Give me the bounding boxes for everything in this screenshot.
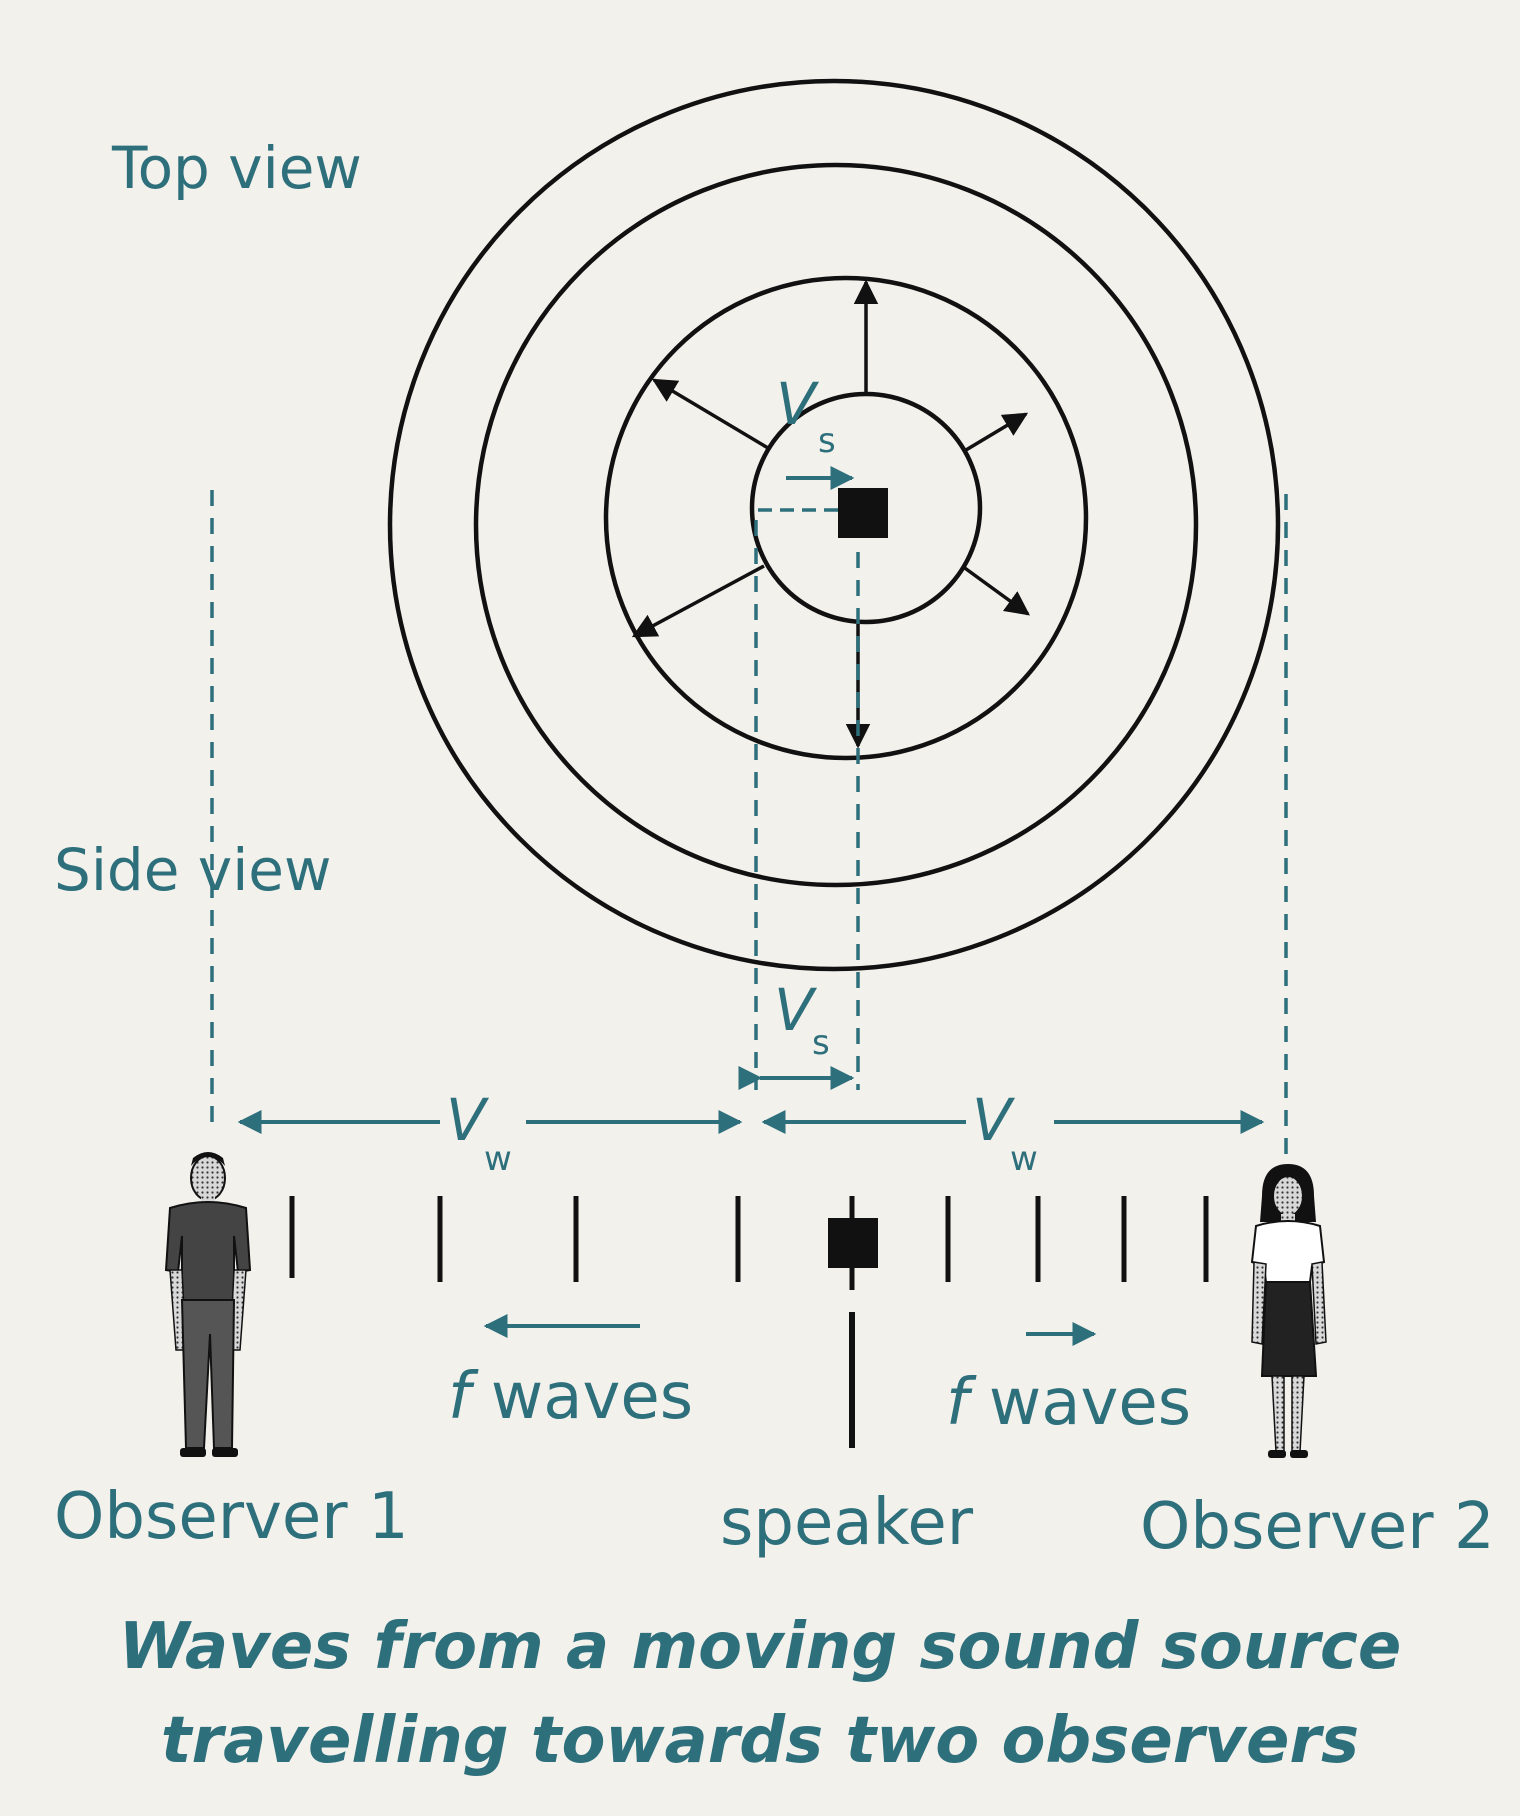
f-waves-left-label: f waves (448, 1360, 693, 1434)
vw-right-subscript: w (1010, 1139, 1038, 1179)
vw-left-label: V (446, 1086, 490, 1154)
radial-arrow-lower-left (631, 564, 765, 638)
wave-ticks (289, 1196, 1209, 1282)
vw-left-subscript: w (484, 1139, 512, 1179)
wavefront-outer (387, 78, 1281, 972)
radial-arrow-upper-left (651, 378, 769, 450)
vs-side-label: V (774, 976, 818, 1044)
radial-arrow-lower-right (960, 564, 1030, 616)
top-view-label: Top view (111, 134, 362, 202)
observer-2-label: Observer 2 (1140, 1490, 1495, 1564)
guide-lines (210, 490, 1288, 1160)
wavefront-inner (749, 391, 983, 625)
radial-arrows (631, 279, 1030, 749)
f-waves-right-label: f waves (946, 1366, 1191, 1440)
vs-top-label: V (776, 370, 820, 438)
man-figure-icon (164, 1152, 252, 1457)
vw-right-label: V (972, 1086, 1016, 1154)
speaker-square-icon (838, 488, 888, 538)
vs-top-subscript: s (818, 421, 836, 461)
side-view-label: Side view (54, 836, 331, 904)
woman-figure-icon (1250, 1164, 1327, 1458)
caption-line-1: Waves from a moving sound source (119, 1610, 1402, 1684)
wavefront-third (603, 275, 1089, 761)
observer-1-label: Observer 1 (54, 1480, 409, 1554)
wavefront-second (473, 162, 1199, 888)
radial-arrow-upper-right (965, 412, 1029, 452)
speaker-side-icon (828, 1196, 878, 1448)
caption-line-2: travelling towards two observers (161, 1704, 1359, 1778)
wavefront-circles (387, 78, 1281, 972)
speaker-label: speaker (720, 1486, 974, 1560)
vs-side-subscript: s (812, 1023, 830, 1063)
